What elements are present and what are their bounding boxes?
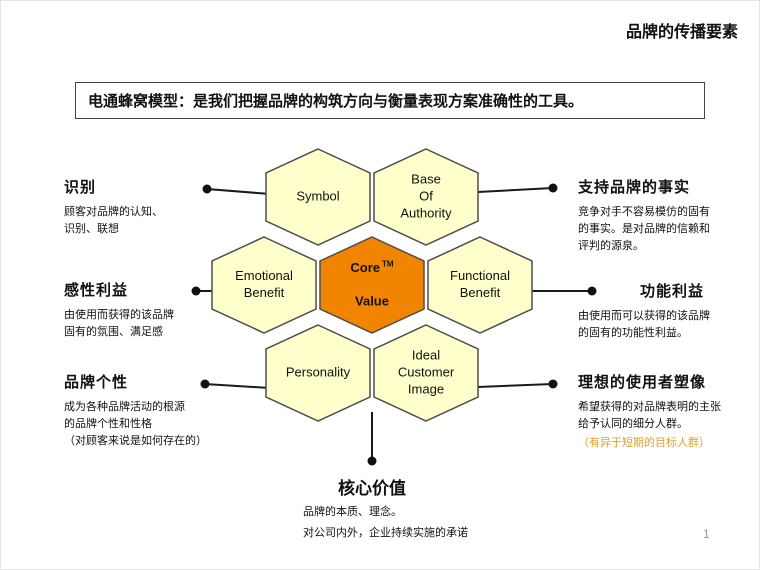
annotation-emotional: 感性利益 由使用而获得的该品牌 固有的氛围、满足感 [64, 279, 174, 341]
annotation-ideal-user-desc: 希望获得的对品牌表明的主张 给予认同的细分人群。 [578, 401, 721, 431]
annotation-identity: 识别 顾客对品牌的认知、 识别、联想 [64, 176, 163, 238]
annotation-identity-heading: 识别 [64, 179, 97, 196]
connector-facts-dot [548, 183, 558, 193]
annotation-facts: 支持品牌的事实 竞争对手不容易模仿的固有 的事实。是对品牌的信赖和 评判的源泉。 [578, 176, 710, 255]
annotation-functional-heading: 功能利益 [640, 283, 705, 300]
hexagon-symbol [265, 148, 371, 246]
annotation-ideal-user: 理想的使用者塑像 希望获得的对品牌表明的主张 给予认同的细分人群。 （有异于短期… [578, 371, 721, 452]
connector-facts-line [477, 187, 554, 193]
connector-emotional-dot [191, 286, 201, 296]
annotation-emotional-desc: 由使用而获得的该品牌 固有的氛围、满足感 [64, 309, 174, 339]
connector-functional-dot [587, 286, 597, 296]
connector-ideal-user-line [477, 383, 554, 388]
connector-identity-line [206, 188, 271, 195]
annotation-core-heading: 核心价值 [338, 479, 406, 498]
hexagon-ideal-customer-image [373, 324, 479, 422]
annotation-functional-desc: 由使用而可以获得的该品牌 的固有的功能性利益。 [578, 310, 710, 340]
connector-personality-line [204, 383, 271, 389]
banner-text: 电通蜂窝模型：是我们把握品牌的构筑方向与衡量表现方案准确性的工具。 [88, 93, 584, 110]
annotation-personality-desc: 成为各种品牌活动的根源 的品牌个性和性格 （对顾客来说是如何存在的） [64, 401, 207, 448]
connector-identity-dot [202, 184, 212, 194]
slide-title: 品牌的传播要素 [625, 24, 738, 41]
annotation-facts-desc: 竞争对手不容易模仿的固有 的事实。是对品牌的信赖和 评判的源泉。 [578, 206, 710, 253]
annotation-personality: 品牌个性 成为各种品牌活动的根源 的品牌个性和性格 （对顾客来说是如何存在的） [64, 371, 207, 450]
annotation-ideal-user-heading: 理想的使用者塑像 [578, 374, 707, 391]
hexagon-base-of-authority [373, 148, 479, 246]
annotation-emotional-heading: 感性利益 [64, 282, 129, 299]
page-number: 1 [703, 527, 710, 541]
banner-box: 电通蜂窝模型：是我们把握品牌的构筑方向与衡量表现方案准确性的工具。 [75, 82, 705, 119]
hexagon-functional-benefit [427, 236, 533, 334]
annotation-personality-heading: 品牌个性 [64, 374, 129, 391]
hexagon-core-value [319, 236, 425, 334]
annotation-facts-heading: 支持品牌的事实 [578, 179, 691, 196]
annotation-identity-desc: 顾客对品牌的认知、 识别、联想 [64, 206, 163, 236]
connector-core-dot [367, 456, 377, 466]
connector-personality-dot [200, 379, 210, 389]
annotation-ideal-user-note: （有异于短期的目标人群） [578, 437, 710, 450]
annotation-core-desc: 品牌的本质、理念。 对公司内外，企业持续实施的承诺 [303, 506, 468, 539]
hexagon-personality [265, 324, 371, 422]
annotation-functional: 功能利益 由使用而可以获得的该品牌 的固有的功能性利益。 [578, 280, 710, 342]
hexagon-emotional-benefit [211, 236, 317, 334]
connector-ideal-user-dot [548, 379, 558, 389]
